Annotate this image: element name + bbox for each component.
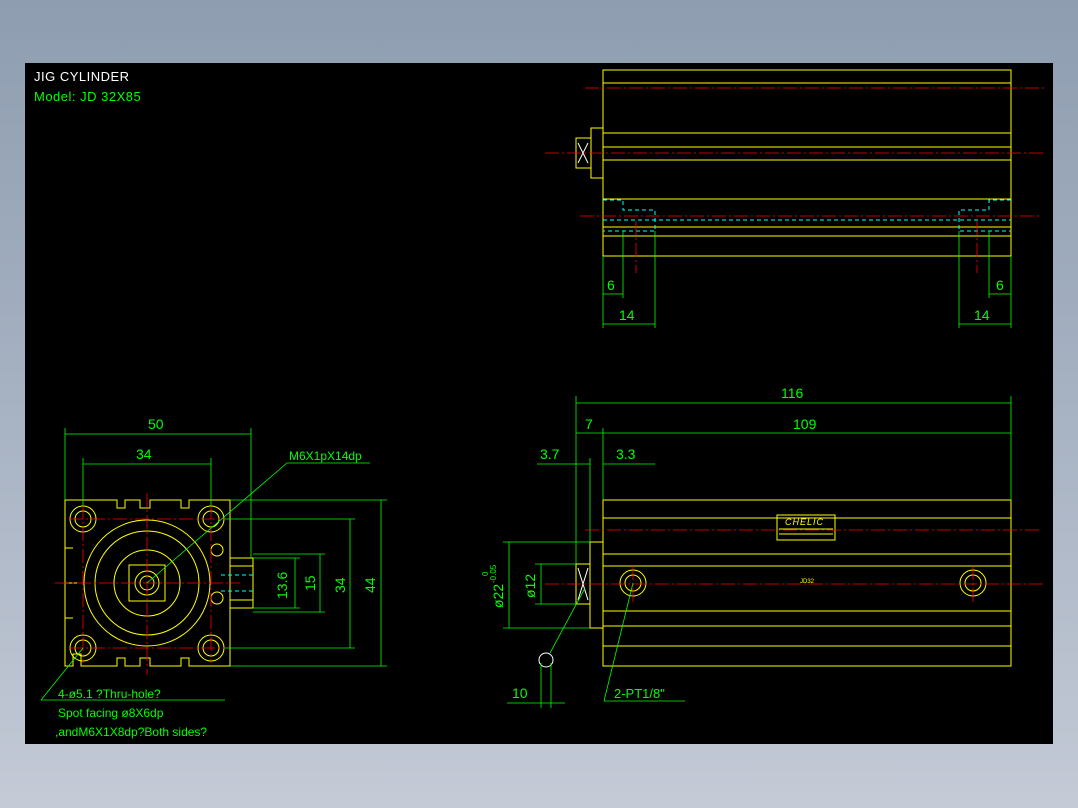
front-dim-width: 50 (148, 416, 164, 432)
top-body-outline (602, 69, 1012, 257)
front-dim-bolt-pitch: 34 (136, 446, 152, 462)
side-port-callout: 2-PT1/8" (614, 686, 665, 701)
front-dim-bolt-pitch-v: 34 (332, 577, 348, 593)
top-dim-right-large: 14 (974, 307, 990, 323)
front-port-boss (230, 557, 254, 609)
side-dim-d2: 3.3 (616, 446, 636, 462)
model-label: Model: JD 32X85 (34, 89, 142, 104)
side-dim-thread-dia: ø12 (522, 574, 538, 598)
side-dim-flange: 7 (585, 416, 593, 432)
front-note-line-3: ,andM6X1X8dp?Both sides? (55, 725, 207, 739)
top-hidden-port-left (603, 199, 656, 232)
front-dim-port-h1: 13.6 (274, 572, 290, 599)
side-nameplate: CHELIC (776, 514, 836, 541)
side-rod-flange (589, 541, 604, 629)
side-model-mark: JD32 (800, 579, 815, 585)
side-dim-rod-tol-upper: 0 (481, 571, 490, 576)
front-dim-height: 44 (362, 577, 378, 593)
nameplate-brand: CHELIC (785, 517, 824, 527)
front-body-outline (64, 499, 231, 667)
top-dim-left-small: 6 (607, 277, 615, 293)
side-view: CHELIC JD32 116 7 109 (481, 385, 1045, 708)
side-dim-rod-tol-lower: -0.05 (489, 564, 498, 583)
top-hidden-port-right (958, 199, 1011, 232)
top-view: 6 14 6 14 (545, 69, 1045, 328)
side-dim-overall: 116 (781, 385, 804, 401)
cad-viewport[interactable]: JIG CYLINDER Model: JD 32X85 (25, 63, 1053, 744)
drawing-title: JIG CYLINDER (34, 69, 130, 84)
front-note-line-2: Spot facing ø8X6dp (58, 706, 164, 720)
side-dim-rod-dia: ø22 (490, 584, 506, 608)
front-view: 50 34 13.6 15 34 44 M6X1pX14dp (40, 416, 387, 739)
front-thread-callout: M6X1pX14dp (289, 449, 362, 463)
front-dim-port-h2: 15 (302, 575, 318, 591)
side-dim-body: 109 (793, 416, 817, 432)
front-note-line-1: 4-ø5.1 ?Thru-hole? (58, 687, 161, 701)
top-dim-left-large: 14 (619, 307, 635, 323)
side-dim-wrench: 10 (512, 685, 528, 701)
top-dim-right-small: 6 (996, 277, 1004, 293)
side-dim-d1: 3.7 (540, 446, 560, 462)
drawing-canvas: 6 14 6 14 (40, 69, 1045, 739)
